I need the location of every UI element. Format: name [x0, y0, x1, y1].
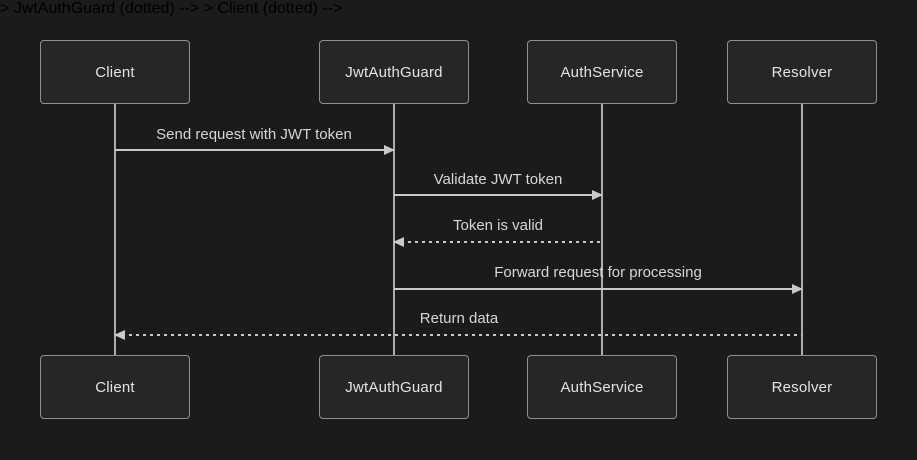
actor-label-resolver-top: Resolver [771, 63, 833, 81]
message-arrow-return-data [114, 330, 802, 340]
message-label-forward-request: Forward request for processing [494, 264, 702, 281]
actor-box-client-bottom: Client [40, 355, 190, 419]
arrowhead-right-icon [592, 190, 603, 200]
message-label-send-request: Send request with JWT token [156, 126, 352, 143]
arrowhead-right-icon [384, 145, 395, 155]
actor-label-jwtauthguard-top: JwtAuthGuard [345, 63, 443, 81]
message-arrow-validate-token [394, 190, 603, 200]
message-arrow-token-valid [393, 237, 602, 247]
arrowhead-left-icon [393, 237, 404, 247]
actor-box-jwtauthguard-bottom: JwtAuthGuard [319, 355, 469, 419]
actor-label-resolver-bottom: Resolver [771, 378, 833, 396]
message-arrow-forward-request [394, 284, 803, 294]
actor-box-authservice-bottom: AuthService [527, 355, 677, 419]
actor-box-authservice-top: AuthService [527, 40, 677, 104]
message-label-token-valid: Token is valid [452, 217, 544, 234]
actor-label-authservice-bottom: AuthService [560, 378, 644, 396]
lifeline-jwtauthguard [393, 104, 395, 355]
arrowhead-right-icon [792, 284, 803, 294]
actor-box-resolver-top: Resolver [727, 40, 877, 104]
actor-box-client-top: Client [40, 40, 190, 104]
actor-box-jwtauthguard-top: JwtAuthGuard [319, 40, 469, 104]
lifeline-client [114, 104, 116, 355]
lifeline-authservice [601, 104, 603, 355]
arrowhead-left-icon [114, 330, 125, 340]
actor-label-jwtauthguard-bottom: JwtAuthGuard [345, 378, 443, 396]
message-label-validate-token: Validate JWT token [433, 171, 563, 188]
actor-label-authservice-top: AuthService [560, 63, 644, 81]
message-label-return-data: Return data [419, 310, 499, 327]
actor-label-client-top: Client [95, 63, 135, 81]
message-arrow-send-request [115, 145, 395, 155]
actor-box-resolver-bottom: Resolver [727, 355, 877, 419]
lifeline-resolver [801, 104, 803, 355]
actor-label-client-bottom: Client [95, 378, 135, 396]
